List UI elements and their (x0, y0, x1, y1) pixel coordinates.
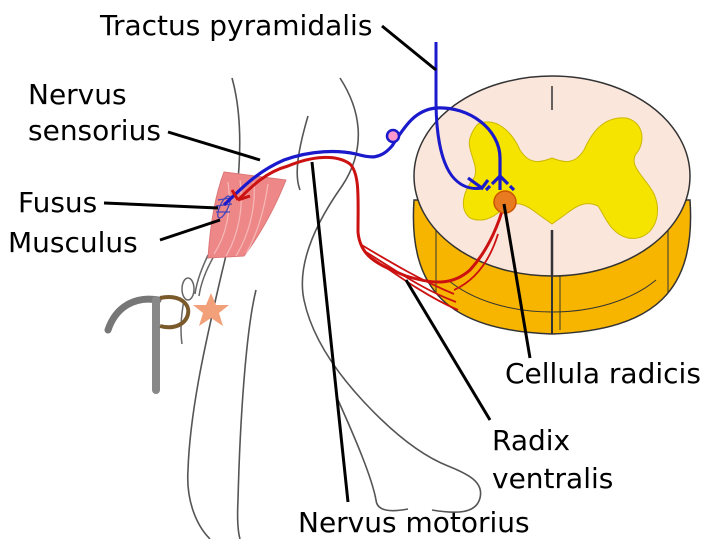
label-nervus-sensorius-line1: Nervus (28, 78, 127, 111)
reflex-hammer (108, 297, 188, 390)
label-fusus: Fusus (18, 186, 97, 219)
dorsal-root-ganglion-icon (387, 130, 399, 142)
label-tractus-pyramidalis: Tractus pyramidalis (99, 9, 372, 42)
label-nervus-sensorius-line2: sensorius (28, 114, 161, 147)
label-nervus-motorius: Nervus motorius (298, 506, 530, 539)
spinal-cord-cross-section (413, 76, 690, 334)
label-radix-ventralis-line2: ventralis (492, 462, 613, 495)
label-cellula-radicis: Cellula radicis (505, 357, 701, 390)
label-musculus: Musculus (8, 226, 138, 259)
label-radix-ventralis-line1: Radix (492, 424, 570, 457)
